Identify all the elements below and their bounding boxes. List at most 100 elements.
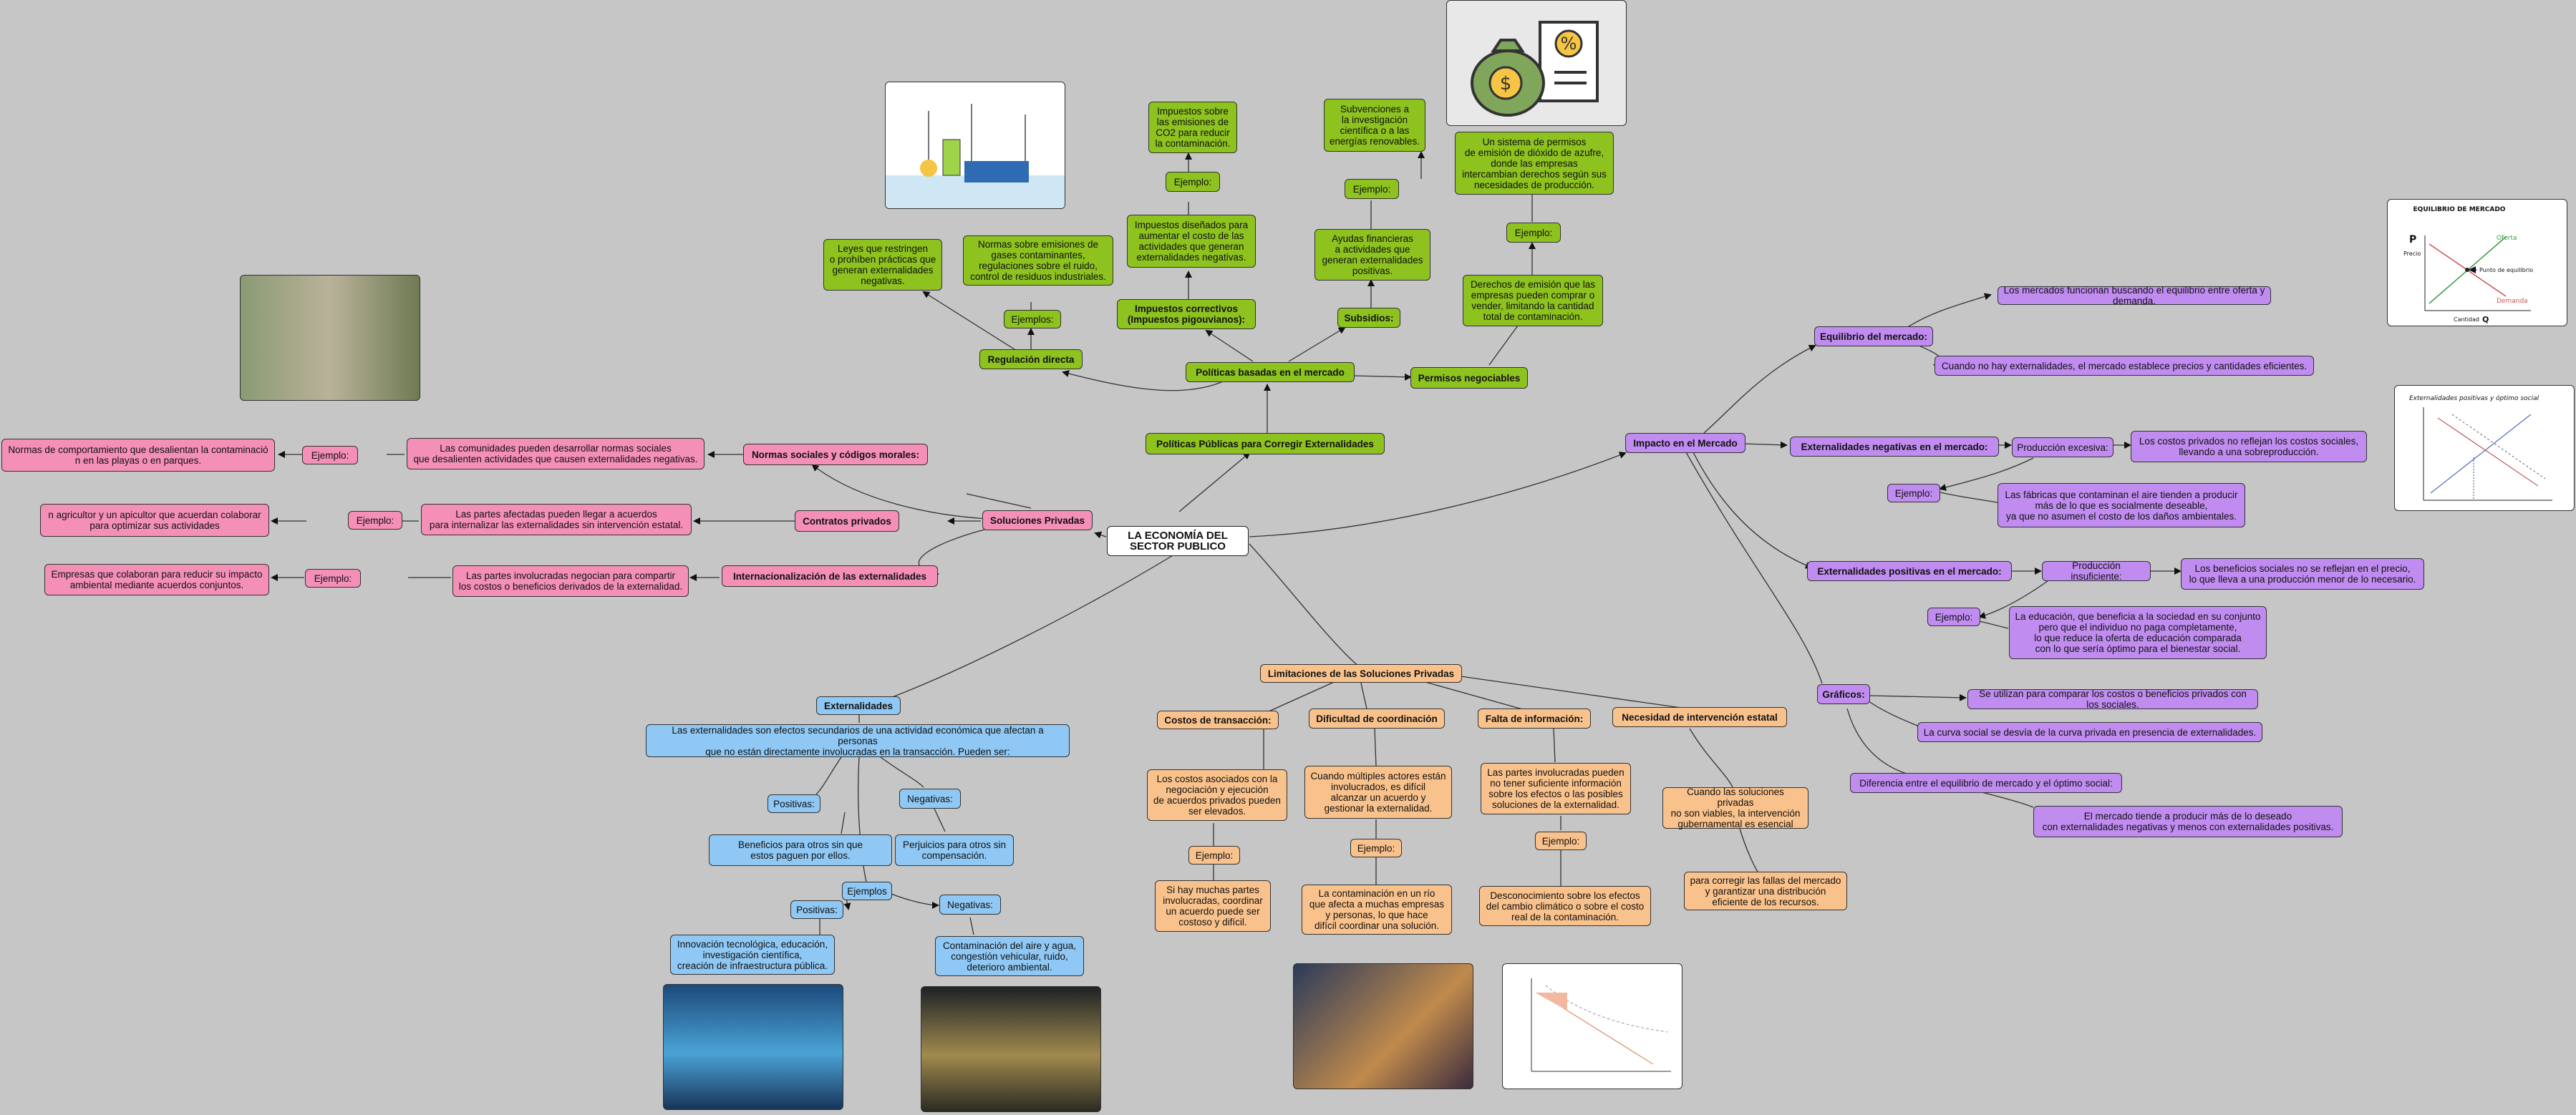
impuestos-desc-node[interactable]: Impuestos diseñados para aumentar el cos… (1127, 215, 1256, 268)
negativas-ejemplo-text-node[interactable]: Las fábricas que contaminan el aire tien… (1998, 483, 2245, 527)
regulacion-ejemplos-node[interactable]: Ejemplos: (1004, 310, 1061, 328)
permisos-desc-node[interactable]: Derechos de emisión que las empresas pue… (1463, 275, 1603, 326)
normas-ejemplo-node[interactable]: Ejemplo: (302, 446, 358, 464)
costos-ejemplo-text-node[interactable]: Si hay muchas partes involucradas, coord… (1155, 880, 1271, 932)
contratos-ejemplo-node[interactable]: Ejemplo: (348, 511, 402, 530)
informacion-ejemplo-text-node[interactable]: Desconocimiento sobre los efectos del ca… (1479, 886, 1651, 926)
produccion-insuficiente-text-node[interactable]: Los beneficios sociales no se reflejan e… (2181, 558, 2424, 590)
subsidios-desc-node[interactable]: Ayudas financieras a actividades que gen… (1314, 229, 1430, 281)
internacionalizacion-ejemplo-text-node[interactable]: Empresas que colaboran para reducir su i… (44, 564, 269, 595)
laboratory-photo (663, 984, 843, 1110)
chart-title: EQUILIBRIO DE MERCADO (2413, 206, 2506, 213)
negativas-ejemplo-node[interactable]: Ejemplo: (1887, 484, 1940, 502)
equilibrio-text-1-node[interactable]: Los mercados funcionan buscando el equil… (1998, 285, 2271, 306)
costos-transaccion-node[interactable]: Costos de transacción: (1157, 711, 1279, 729)
chart-cantidad-label: Cantidad (2454, 316, 2479, 323)
internacionalizacion-node[interactable]: Internacionalización de las externalidad… (722, 565, 938, 587)
graficos-text-1-node[interactable]: Se utilizan para comparar los costos o b… (1967, 688, 2258, 710)
produccion-excesiva-text-node[interactable]: Los costos privados no reflejan los cost… (2131, 431, 2367, 462)
informacion-desc-node[interactable]: Las partes involucradas pueden no tener … (1481, 763, 1631, 814)
produccion-excesiva-node[interactable]: Producción excesiva: (2012, 437, 2113, 457)
permisos-negociables-node[interactable]: Permisos negociables (1410, 367, 1528, 389)
positivas-ejemplo-node[interactable]: Ejemplo: (1927, 608, 1980, 626)
limitaciones-node[interactable]: Limitaciones de las Soluciones Privadas (1260, 664, 1462, 683)
svg-text:$: $ (1500, 73, 1512, 94)
impuestos-ejemplo-node[interactable]: Ejemplo: (1166, 172, 1220, 192)
chart-q-label: Q (2482, 315, 2489, 324)
equilibrio-mercado-chart: EQUILIBRIO DE MERCADO P Precio Oferta De… (2387, 199, 2567, 326)
beekeeper-farmer-photo (240, 275, 420, 401)
central-topic[interactable]: LA ECONOMÍA DEL SECTOR PUBLICO (1107, 526, 1249, 556)
positivas-ejemplo-text-node[interactable]: La educación, que beneficia a la socieda… (2009, 606, 2267, 659)
graficos-node[interactable]: Gráficos: (1817, 684, 1870, 704)
informacion-ejemplo-node[interactable]: Ejemplo: (1535, 832, 1587, 850)
contratos-ejemplo-text-node[interactable]: n agricultor y un apicultor que acuerdan… (40, 504, 269, 537)
regulacion-leyes-node[interactable]: Leyes que restringen o prohíben práctica… (823, 239, 942, 291)
ejemplos-negativas-node[interactable]: Negativas: (939, 895, 1001, 915)
equilibrium-point (2465, 268, 2469, 272)
normas-ejemplo-text-node[interactable]: Normas de comportamiento que desalientan… (1, 439, 275, 472)
externalidades-ejemplos-node[interactable]: Ejemplos (842, 882, 892, 900)
chart-p-label: P (2409, 234, 2416, 245)
coordinacion-ejemplo-node[interactable]: Ejemplo: (1350, 839, 1402, 857)
internacionalizacion-desc-node[interactable]: Las partes involucradas negocian para co… (452, 565, 689, 597)
chart-punto-label: Punto de equilibrio (2479, 267, 2533, 273)
regulacion-directa-node[interactable]: Regulación directa (979, 349, 1083, 369)
necesidad-intervencion-node[interactable]: Necesidad de intervención estatal (1612, 707, 1787, 727)
diferencia-text-node[interactable]: El mercado tiende a producir más de lo d… (2033, 806, 2343, 837)
externalidades-positivas-node[interactable]: Positivas: (768, 794, 820, 813)
externalidades-positivas-desc-node[interactable]: Beneficios para otros sin que estos pagu… (709, 834, 892, 866)
externalidades-positivas-mercado-node[interactable]: Externalidades positivas en el mercado: (1807, 561, 2012, 581)
subsidios-node[interactable]: Subsidios: (1337, 308, 1400, 328)
costos-desc-node[interactable]: Los costos asociados con la negociación … (1147, 769, 1287, 821)
impacto-mercado-node[interactable]: Impacto en el Mercado (1625, 433, 1745, 453)
falta-informacion-node[interactable]: Falta de información: (1478, 709, 1591, 729)
chart-precio-label: Precio (2403, 250, 2421, 257)
contratos-desc-node[interactable]: Las partes afectadas pueden llegar a acu… (421, 504, 692, 535)
subsidios-ejemplo-text-node[interactable]: Subvenciones a la investigación científi… (1324, 99, 1425, 152)
produccion-insuficiente-node[interactable]: Producción insuficiente: (2042, 560, 2151, 582)
chart2-title: Externalidades positivas y óptimo social (2409, 394, 2539, 402)
industrial-pollution-photo (921, 986, 1101, 1112)
externalidades-node[interactable]: Externalidades (816, 696, 901, 715)
regulacion-normas-node[interactable]: Normas sobre emisiones de gases contamin… (963, 235, 1113, 286)
necesidad-desc-node[interactable]: Cuando las soluciones privadas no son vi… (1662, 787, 1808, 829)
externalidades-graph-image (1502, 963, 1682, 1089)
subsidios-ejemplo-node[interactable]: Ejemplo: (1345, 179, 1399, 199)
ejemplos-positivas-node[interactable]: Positivas: (790, 900, 843, 919)
externalidades-negativas-node[interactable]: Negativas: (899, 789, 961, 809)
costos-ejemplo-node[interactable]: Ejemplo: (1188, 846, 1240, 865)
externalidades-desc-node[interactable]: Las externalidades son efectos secundari… (646, 724, 1070, 757)
equilibrio-mercado-node[interactable]: Equilibrio del mercado: (1814, 326, 1933, 346)
impuestos-ejemplo-text-node[interactable]: Impuestos sobre las emisiones de CO2 par… (1148, 102, 1237, 153)
chart-oferta-label: Oferta (2497, 235, 2517, 242)
externalidades-negativas-desc-node[interactable]: Perjuicios para otros sin compensación. (895, 834, 1014, 866)
ejemplos-negativas-text-node[interactable]: Contaminación del aire y agua, congestió… (935, 936, 1084, 976)
internacionalizacion-ejemplo-node[interactable]: Ejemplo: (305, 569, 361, 588)
money-bag-image: % $ (1446, 0, 1627, 126)
permisos-ejemplo-text-node[interactable]: Un sistema de permisos de emisión de dió… (1455, 132, 1614, 195)
normas-desc-node[interactable]: Las comunidades pueden desarrollar norma… (407, 438, 704, 469)
coordinacion-desc-node[interactable]: Cuando múltiples actores están involucra… (1304, 766, 1452, 819)
svg-text:%: % (1561, 34, 1577, 54)
chart-demanda-label: Demanda (2497, 298, 2528, 305)
necesidad-text-node[interactable]: para corregir las fallas del mercado y g… (1684, 872, 1847, 910)
graficos-text-2-node[interactable]: La curva social se desvía de la curva pr… (1917, 722, 2262, 742)
soluciones-privadas-node[interactable]: Soluciones Privadas (982, 510, 1093, 530)
impuestos-correctivos-node[interactable]: Impuestos correctivos (Impuestos pigouvi… (1117, 299, 1256, 329)
equilibrio-text-2-node[interactable]: Cuando no hay externalidades, el mercado… (1935, 356, 2314, 376)
politicas-main-node[interactable]: Políticas Públicas para Corregir Externa… (1146, 433, 1385, 454)
renewable-energy-image (885, 82, 1065, 209)
externalidades-optimo-chart: Externalidades positivas y óptimo social (2394, 385, 2575, 511)
contratos-privados-node[interactable]: Contratos privados (795, 510, 899, 532)
externalidades-negativas-mercado-node[interactable]: Externalidades negativas en el mercado: (1790, 437, 1999, 457)
ejemplos-positivas-text-node[interactable]: Innovación tecnológica, educación, inves… (670, 935, 835, 975)
coordinacion-ejemplo-text-node[interactable]: La contaminación en un río que afecta a … (1302, 885, 1452, 935)
normas-sociales-node[interactable]: Normas sociales y códigos morales: (743, 444, 928, 465)
permisos-ejemplo-node[interactable]: Ejemplo: (1506, 223, 1561, 243)
diferencia-equilibrio-node[interactable]: Diferencia entre el equilibrio de mercad… (1850, 773, 2122, 793)
scientists-illustration (1293, 963, 1473, 1089)
politicas-basadas-node[interactable]: Políticas basadas en el mercado (1186, 362, 1355, 382)
dificultad-coordinacion-node[interactable]: Dificultad de coordinación (1309, 709, 1445, 729)
